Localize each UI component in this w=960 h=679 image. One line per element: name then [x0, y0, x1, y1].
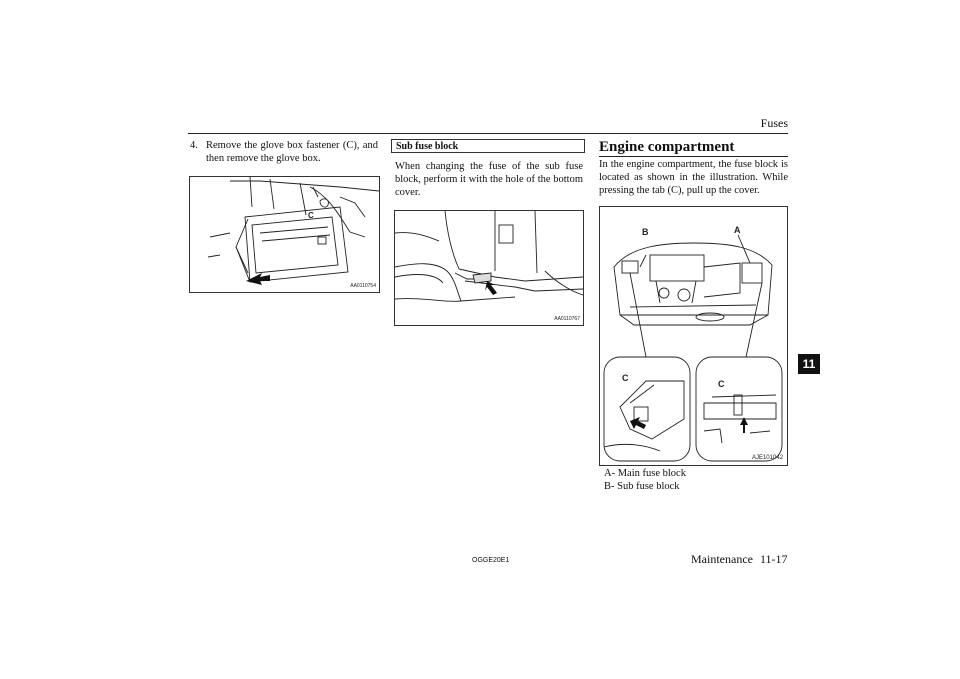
- engine-compartment-illustration: [603, 234, 783, 462]
- legend-key: A-: [604, 468, 616, 479]
- running-header-title: Fuses: [760, 116, 788, 130]
- glove-box-illustration: [207, 177, 379, 285]
- page-number: 11-17: [760, 552, 788, 566]
- heading-rule: [599, 156, 788, 157]
- footer-section: Maintenance: [691, 552, 753, 566]
- chapter-tab: 11: [798, 354, 820, 374]
- step-text: Remove the glove box fastener (C), and t…: [206, 140, 378, 164]
- sub-fuse-block-figure: AA0110767: [394, 210, 584, 326]
- legend-key: B-: [604, 481, 615, 492]
- figure-code: AJE101042: [751, 455, 783, 461]
- sub-fuse-block-text: When changing the fuse of the sub fuse b…: [395, 161, 583, 198]
- sub-fuse-block-illustration: [395, 211, 583, 302]
- engine-compartment-text: In the engine compartment, the fuse bloc…: [599, 159, 788, 196]
- label-c-left: C: [622, 373, 629, 383]
- header-rule: [188, 133, 788, 134]
- engine-compartment-figure: B A C C AJE101042: [599, 206, 788, 466]
- figure-code: AA0110754: [350, 283, 376, 289]
- label-a: A: [734, 225, 741, 235]
- glove-box-figure: C AA0110754: [189, 176, 380, 293]
- legend-text: Sub fuse block: [617, 481, 680, 492]
- legend-item-b: B- Sub fuse block: [604, 481, 680, 492]
- label-b: B: [642, 227, 649, 237]
- engine-compartment-heading: Engine compartment: [599, 139, 735, 155]
- step-number: 4.: [190, 140, 198, 151]
- callout-c: C: [308, 211, 314, 220]
- legend-item-a: A- Main fuse block: [604, 468, 686, 479]
- document-code: OGGE20E1: [472, 557, 510, 564]
- legend-text: Main fuse block: [617, 468, 686, 479]
- label-c-right: C: [718, 379, 725, 389]
- sub-fuse-block-heading: Sub fuse block: [391, 139, 585, 153]
- figure-code: AA0110767: [554, 316, 580, 322]
- step-4: 4. Remove the glove box fastener (C), an…: [190, 139, 378, 165]
